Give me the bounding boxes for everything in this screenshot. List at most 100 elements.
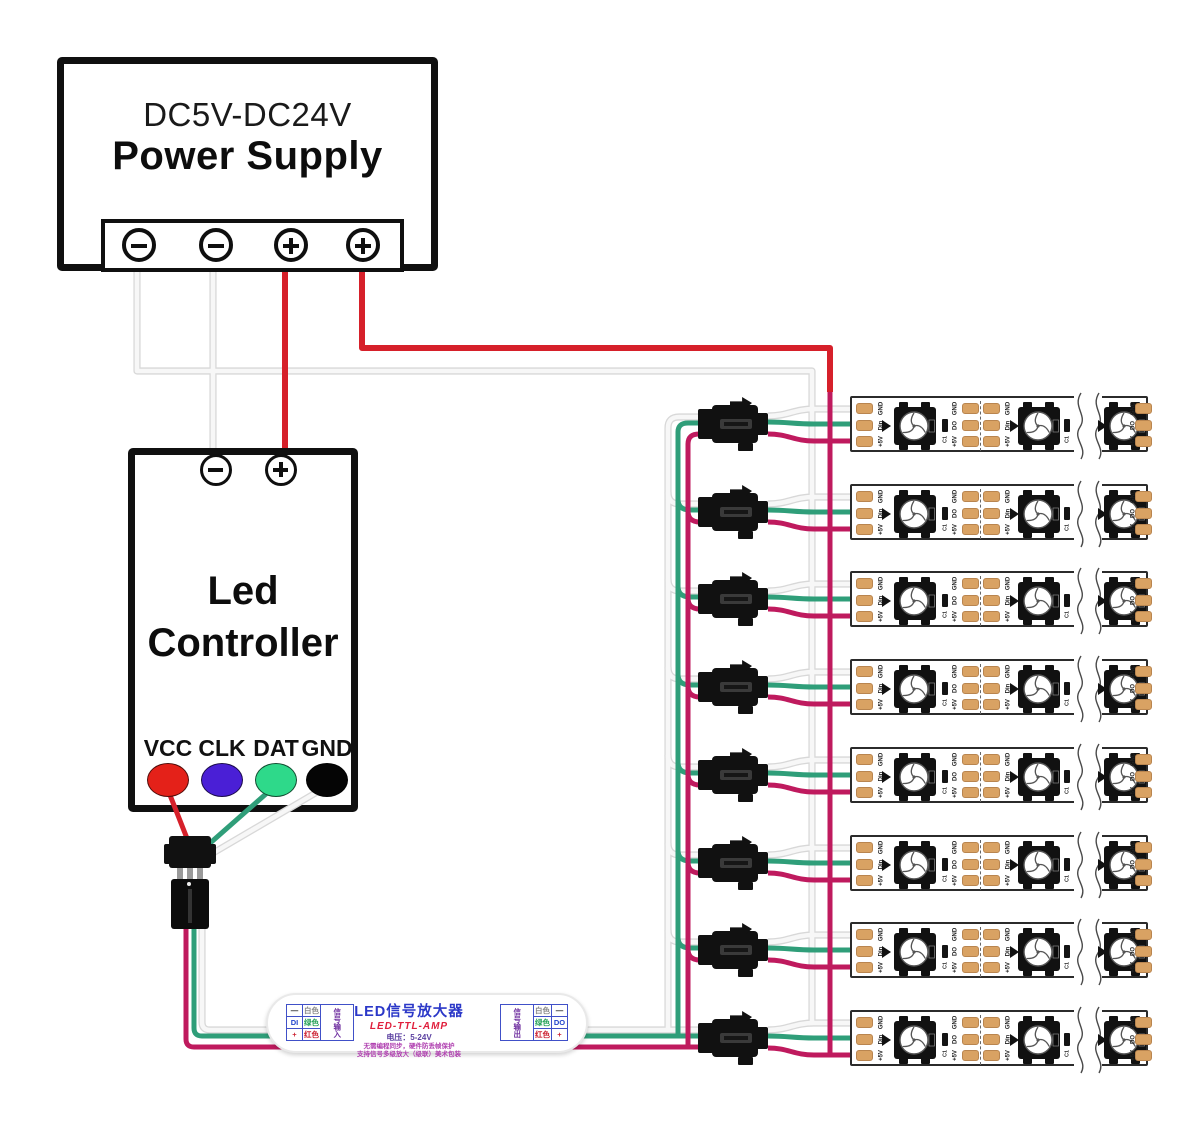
data-direction-arrow-icon bbox=[882, 683, 891, 695]
jst-inline-connector bbox=[698, 663, 772, 711]
solder-pad-do bbox=[962, 771, 979, 782]
pad-label-gnd: GND bbox=[1003, 1016, 1014, 1030]
solder-pad-+5v bbox=[856, 1050, 873, 1061]
pad-label-+5v: +5V bbox=[1128, 610, 1139, 624]
pad-label-gnd: GND bbox=[1128, 841, 1139, 855]
ws2812-led-icon bbox=[1016, 749, 1062, 805]
solder-pad-+5v bbox=[856, 524, 873, 535]
jst-female-slot bbox=[188, 889, 192, 923]
pad-label-gnd: GND bbox=[1003, 753, 1014, 767]
amp-input-cell: + bbox=[287, 1029, 303, 1041]
psu-terminal-plus bbox=[274, 228, 308, 262]
pad-label-+5v: +5V bbox=[1128, 698, 1139, 712]
solder-pad-gnd bbox=[962, 666, 979, 677]
pad-label-+5v: +5V bbox=[950, 786, 961, 800]
solder-pad-+5v bbox=[983, 787, 1000, 798]
solder-pad-gnd bbox=[983, 842, 1000, 853]
terminal-plus-bar bbox=[289, 238, 293, 254]
led-strip-row: GNDDin+5VC1GNDDO+5VGNDDin+5VC1GNDDO+5V bbox=[850, 571, 1148, 627]
ws2812-led-icon bbox=[1016, 924, 1062, 980]
ws2812-led-icon bbox=[1016, 573, 1062, 629]
pad-label-gnd: GND bbox=[876, 841, 887, 855]
controller-port-dot-clk bbox=[201, 763, 243, 797]
connector-groove-inner bbox=[724, 861, 748, 865]
pad-label-+5v: +5V bbox=[950, 610, 961, 624]
pad-label-do: DO bbox=[950, 944, 961, 958]
solder-pad-gnd bbox=[983, 754, 1000, 765]
pad-label-+5v: +5V bbox=[1003, 523, 1014, 537]
pad-label-+5v: +5V bbox=[1128, 961, 1139, 975]
pad-label-gnd: GND bbox=[1003, 841, 1014, 855]
solder-pad-gnd bbox=[983, 929, 1000, 940]
pad-label-do: DO bbox=[950, 593, 961, 607]
segment-cut-line bbox=[980, 840, 981, 890]
controller-terminal-plus bbox=[265, 454, 297, 486]
solder-pad-din bbox=[983, 420, 1000, 431]
pad-label-gnd: GND bbox=[876, 577, 887, 591]
solder-pad-gnd bbox=[962, 403, 979, 414]
solder-pad-din bbox=[983, 946, 1000, 957]
pad-label-gnd: GND bbox=[1128, 1016, 1139, 1030]
pad-label-gnd: GND bbox=[1128, 490, 1139, 504]
data-direction-arrow-icon bbox=[882, 859, 891, 871]
pad-label-gnd: GND bbox=[950, 841, 961, 855]
solder-pad-gnd bbox=[983, 491, 1000, 502]
pad-label-gnd: GND bbox=[1003, 490, 1014, 504]
connector-nose bbox=[756, 413, 768, 435]
ws2812-led-icon bbox=[892, 661, 938, 717]
pad-label-do: DO bbox=[1128, 944, 1139, 958]
pad-label-gnd: GND bbox=[1128, 753, 1139, 767]
amplifier-output-table: 信号输出白色—绿色DO红色+ bbox=[500, 1004, 568, 1041]
amp-output-cell: 白色 bbox=[534, 1005, 552, 1017]
ws2812-led-icon bbox=[892, 398, 938, 454]
pad-label-gnd: GND bbox=[1128, 577, 1139, 591]
pad-label-+5v: +5V bbox=[950, 698, 961, 712]
pad-label-gnd: GND bbox=[950, 577, 961, 591]
solder-pad-do bbox=[962, 508, 979, 519]
solder-pad-din bbox=[983, 683, 1000, 694]
amp-input-cell: 红色 bbox=[303, 1029, 321, 1041]
solder-pad-din bbox=[856, 683, 873, 694]
solder-pad-+5v bbox=[856, 611, 873, 622]
pad-label-do: DO bbox=[1128, 1032, 1139, 1046]
amplifier-model: LED-TTL-AMP bbox=[334, 1021, 484, 1032]
pad-label-+5v: +5V bbox=[950, 523, 961, 537]
segment-cut-line bbox=[980, 576, 981, 626]
connector-tab bbox=[738, 618, 753, 626]
terminal-minus-bar bbox=[208, 244, 224, 248]
terminal-minus-bar bbox=[208, 468, 223, 472]
controller-terminal-minus bbox=[200, 454, 232, 486]
solder-pad-din bbox=[856, 595, 873, 606]
pad-label-gnd: GND bbox=[876, 665, 887, 679]
led-strip-row: GNDDin+5VC1GNDDO+5VGNDDin+5VC1GNDDO+5V bbox=[850, 659, 1148, 715]
pad-label-do: DO bbox=[1128, 593, 1139, 607]
solder-pad-+5v bbox=[962, 611, 979, 622]
pad-label-gnd: GND bbox=[1128, 665, 1139, 679]
solder-pad-+5v bbox=[962, 699, 979, 710]
led-strip-row: GNDDin+5VC1GNDDO+5VGNDDin+5VC1GNDDO+5V bbox=[850, 835, 1148, 891]
solder-pad-+5v bbox=[962, 787, 979, 798]
amp-input-cell: 白色 bbox=[303, 1005, 321, 1017]
ws2812-led-icon bbox=[892, 573, 938, 629]
controller-port-label-vcc: VCC bbox=[144, 735, 193, 762]
connector-groove-inner bbox=[724, 773, 748, 777]
solder-pad-+5v bbox=[962, 524, 979, 535]
connector-nose bbox=[756, 676, 768, 698]
solder-pad-gnd bbox=[962, 754, 979, 765]
pad-label-+5v: +5V bbox=[1128, 1049, 1139, 1063]
amp-output-row: 信号输出白色— bbox=[501, 1005, 568, 1017]
solder-pad-do bbox=[962, 683, 979, 694]
pad-label-gnd: GND bbox=[1003, 665, 1014, 679]
pad-label-do: DO bbox=[950, 857, 961, 871]
connector-tab bbox=[738, 1057, 753, 1065]
pad-label-+5v: +5V bbox=[876, 874, 887, 888]
pad-label-do: DO bbox=[950, 506, 961, 520]
pad-label-gnd: GND bbox=[950, 1016, 961, 1030]
capacitor bbox=[942, 770, 948, 783]
pad-label-do: DO bbox=[950, 769, 961, 783]
connector-tab bbox=[738, 969, 753, 977]
jst-male-body bbox=[169, 836, 211, 868]
controller-port-label-dat: DAT bbox=[253, 735, 299, 762]
pad-label-+5v: +5V bbox=[1128, 874, 1139, 888]
